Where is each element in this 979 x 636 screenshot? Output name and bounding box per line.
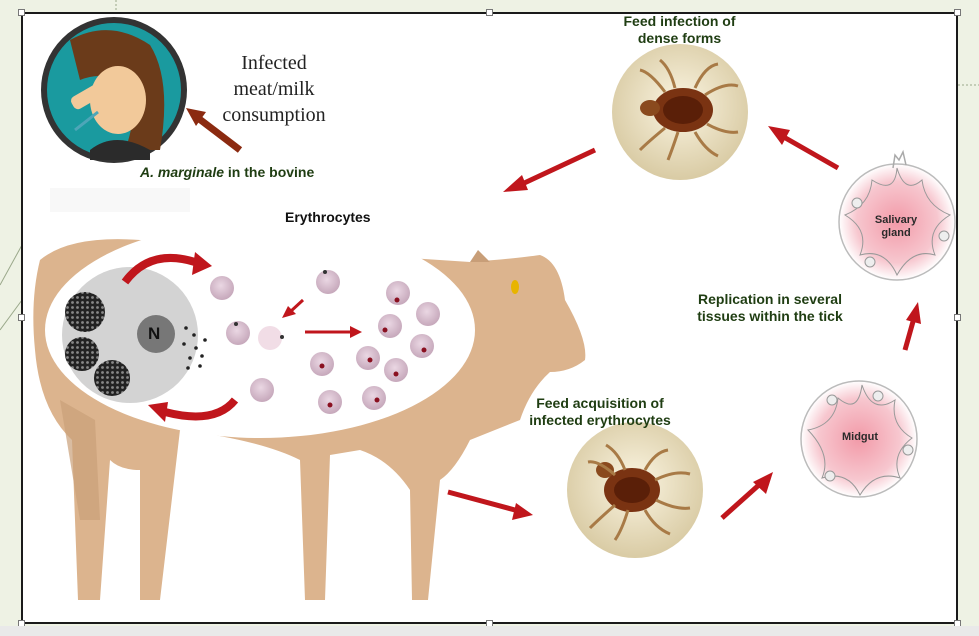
bovine-label-species: A. marginale <box>140 164 225 180</box>
resize-handle-top[interactable] <box>486 9 493 16</box>
consumption-arrow <box>186 108 243 153</box>
midgut-label: Midgut <box>841 431 879 443</box>
bovine-label: A. marginale in the bovine <box>140 164 314 181</box>
status-strip <box>0 626 979 636</box>
sick-person-icon <box>41 17 187 163</box>
feed-infection-label: Feed infection of dense forms <box>623 13 736 46</box>
feed-acquisition-label: Feed acquisition of infected erythrocyte… <box>529 395 671 428</box>
resize-handle-left[interactable] <box>18 314 25 321</box>
resize-handle-top-left[interactable] <box>18 9 25 16</box>
consumption-label: Infected meat/milk consumption <box>222 52 326 126</box>
resize-handle-right[interactable] <box>954 314 961 321</box>
erythrocyte-panel <box>45 222 475 438</box>
salivary-gland-label: Salivary gland <box>874 214 918 239</box>
nucleus-label: N <box>148 324 161 343</box>
tick-icon <box>567 422 703 558</box>
bovine-label-host: in the bovine <box>224 164 315 180</box>
resize-handle-top-right[interactable] <box>954 9 961 16</box>
salivary-gland-icon <box>838 149 956 281</box>
erythrocytes-label: Erythrocytes <box>285 209 371 225</box>
tick-icon <box>612 44 748 180</box>
cycle-arrows <box>447 126 921 520</box>
replication-label: Replication in several tissues within th… <box>697 291 843 324</box>
midgut-icon <box>800 380 918 498</box>
